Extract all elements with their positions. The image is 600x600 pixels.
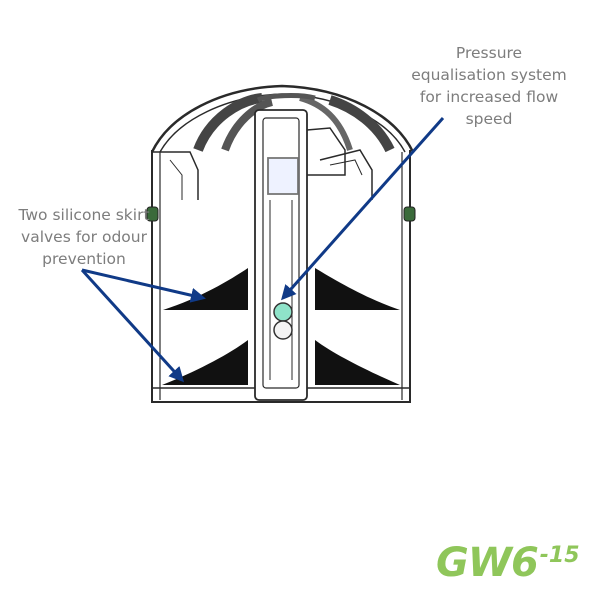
- white-ball: [273, 320, 293, 340]
- pressure-arrow: [281, 117, 445, 301]
- label-line: prevention: [42, 250, 126, 268]
- lower-skirt-valve-right: [315, 315, 400, 385]
- label-line: Two silicone skirt: [18, 206, 150, 224]
- label-line: for increased flow: [419, 88, 559, 106]
- brand-suffix: -15: [539, 543, 580, 568]
- silicone-skirt-valves: [162, 215, 400, 385]
- pressure-equalisation-label: Pressure equalisation system for increas…: [384, 42, 594, 130]
- label-line: Pressure: [455, 44, 523, 62]
- callout-arrows: [80, 117, 445, 383]
- label-line: equalisation system: [411, 66, 567, 84]
- brand-logo: GW6-15: [436, 540, 580, 586]
- outer-housing: [151, 149, 411, 403]
- central-stem: [254, 109, 346, 401]
- pressure-equalisation-balls: [273, 302, 293, 340]
- upper-skirt-valve-right: [315, 215, 400, 310]
- top-dome-cage: [150, 84, 415, 153]
- brand-name: GW6: [436, 540, 539, 586]
- green-ball: [273, 302, 293, 322]
- skirt-valves-label: Two silicone skirt valves for odour prev…: [0, 204, 168, 270]
- upper-skirt-valve: [163, 215, 248, 310]
- upper-valve-arrow: [81, 268, 206, 303]
- o-rings: [146, 206, 416, 222]
- lower-valve-arrow: [80, 268, 185, 383]
- label-line: speed: [465, 110, 513, 128]
- lower-skirt-valve: [162, 315, 248, 385]
- label-line: valves for odour: [21, 228, 147, 246]
